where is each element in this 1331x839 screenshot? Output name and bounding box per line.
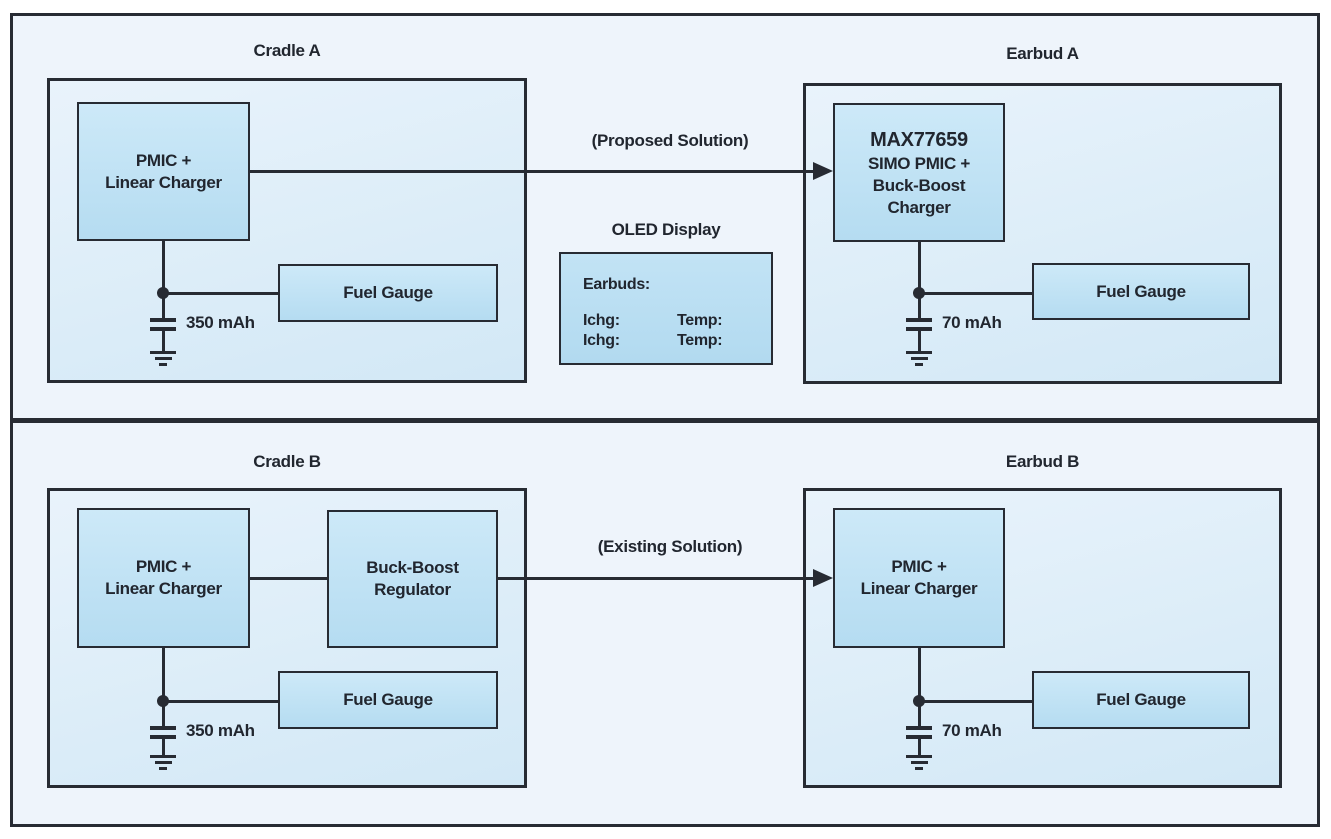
oled-display-title: OLED Display — [611, 220, 721, 239]
battery-capacity-label: 70 mAh — [942, 313, 1002, 332]
oled-display-box: Earbuds: Ichg: Temp: Ichg: Temp: — [559, 252, 773, 365]
wire — [162, 739, 165, 755]
oled-temp-2: Temp: — [677, 332, 723, 349]
oled-ichg-1: Ichg: — [583, 312, 620, 329]
block-label: Charger — [887, 197, 951, 217]
arrow-right-icon — [813, 162, 833, 180]
oled-ichg-2: Ichg: — [583, 332, 620, 349]
existing-solution-label: (Existing Solution) — [597, 537, 743, 556]
battery-icon — [906, 327, 932, 331]
earbud-b-title: Earbud B — [1005, 452, 1080, 471]
ground-icon — [911, 357, 928, 360]
ground-icon — [155, 357, 172, 360]
block-fuel-gauge-earbud-a: Fuel Gauge — [1032, 263, 1250, 320]
block-buck-boost-regulator: Buck-Boost Regulator — [327, 510, 498, 648]
proposed-solution-label: (Proposed Solution) — [591, 131, 749, 150]
chip-name-label: MAX77659 — [870, 128, 968, 151]
battery-capacity-label: 350 mAh — [186, 313, 255, 332]
block-pmic-linear-charger-cradle-b: PMIC + Linear Charger — [77, 508, 250, 648]
wire — [918, 331, 921, 351]
wire — [918, 739, 921, 755]
wire — [918, 242, 921, 318]
block-label: Buck-Boost — [872, 175, 966, 195]
block-label: Fuel Gauge — [1096, 281, 1186, 301]
ground-icon — [906, 755, 932, 758]
connector-existing-line — [498, 577, 815, 580]
block-label: Linear Charger — [860, 579, 978, 598]
battery-capacity-label: 350 mAh — [186, 721, 255, 740]
cradle-b-title: Cradle B — [253, 452, 321, 471]
oled-heading: Earbuds: — [583, 276, 650, 293]
arrow-right-icon — [813, 569, 833, 587]
block-pmic-linear-charger-earbud-b: PMIC + Linear Charger — [833, 508, 1005, 648]
wire — [163, 700, 278, 703]
battery-capacity-label: 70 mAh — [942, 721, 1002, 740]
block-fuel-gauge-earbud-b: Fuel Gauge — [1032, 671, 1250, 729]
wire — [162, 648, 165, 726]
wire — [163, 292, 278, 295]
block-label: Buck-Boost — [366, 558, 459, 577]
block-pmic-linear-charger-cradle-a: PMIC + Linear Charger — [77, 102, 250, 241]
oled-temp-1: Temp: — [677, 312, 723, 329]
block-fuel-gauge-cradle-b: Fuel Gauge — [278, 671, 498, 729]
ground-icon — [906, 351, 932, 354]
block-label: PMIC + — [135, 150, 192, 170]
block-max77659-simo-pmic: MAX77659 SIMO PMIC + Buck-Boost Charger — [833, 103, 1005, 242]
battery-icon — [906, 726, 932, 730]
connector-proposed-line — [250, 170, 815, 173]
cradle-a-title: Cradle A — [253, 41, 321, 60]
ground-icon — [155, 761, 172, 764]
battery-icon — [906, 735, 932, 739]
wire — [919, 700, 1032, 703]
ground-icon — [159, 767, 167, 770]
block-label: SIMO PMIC + — [867, 153, 971, 173]
battery-icon — [150, 735, 176, 739]
earbud-a-title: Earbud A — [1006, 44, 1079, 63]
block-fuel-gauge-cradle-a: Fuel Gauge — [278, 264, 498, 322]
block-label: PMIC + — [135, 557, 192, 576]
ground-icon — [159, 363, 167, 366]
battery-icon — [906, 318, 932, 322]
block-label: Linear Charger — [105, 172, 222, 192]
block-label: Fuel Gauge — [343, 690, 433, 709]
ground-icon — [911, 761, 928, 764]
block-label: Fuel Gauge — [1096, 690, 1186, 709]
ground-icon — [150, 755, 176, 758]
block-label: Fuel Gauge — [343, 283, 433, 302]
battery-icon — [150, 726, 176, 730]
battery-icon — [150, 327, 176, 331]
ground-icon — [150, 351, 176, 354]
wire — [918, 648, 921, 726]
wire — [250, 577, 327, 580]
ground-icon — [915, 363, 923, 366]
wire — [162, 331, 165, 351]
ground-icon — [915, 767, 923, 770]
wire — [919, 292, 1032, 295]
block-label: Linear Charger — [105, 579, 222, 598]
battery-icon — [150, 318, 176, 322]
block-label: PMIC + — [891, 557, 947, 576]
wire — [162, 241, 165, 318]
block-label: Regulator — [374, 580, 451, 599]
section-divider — [13, 418, 1317, 423]
